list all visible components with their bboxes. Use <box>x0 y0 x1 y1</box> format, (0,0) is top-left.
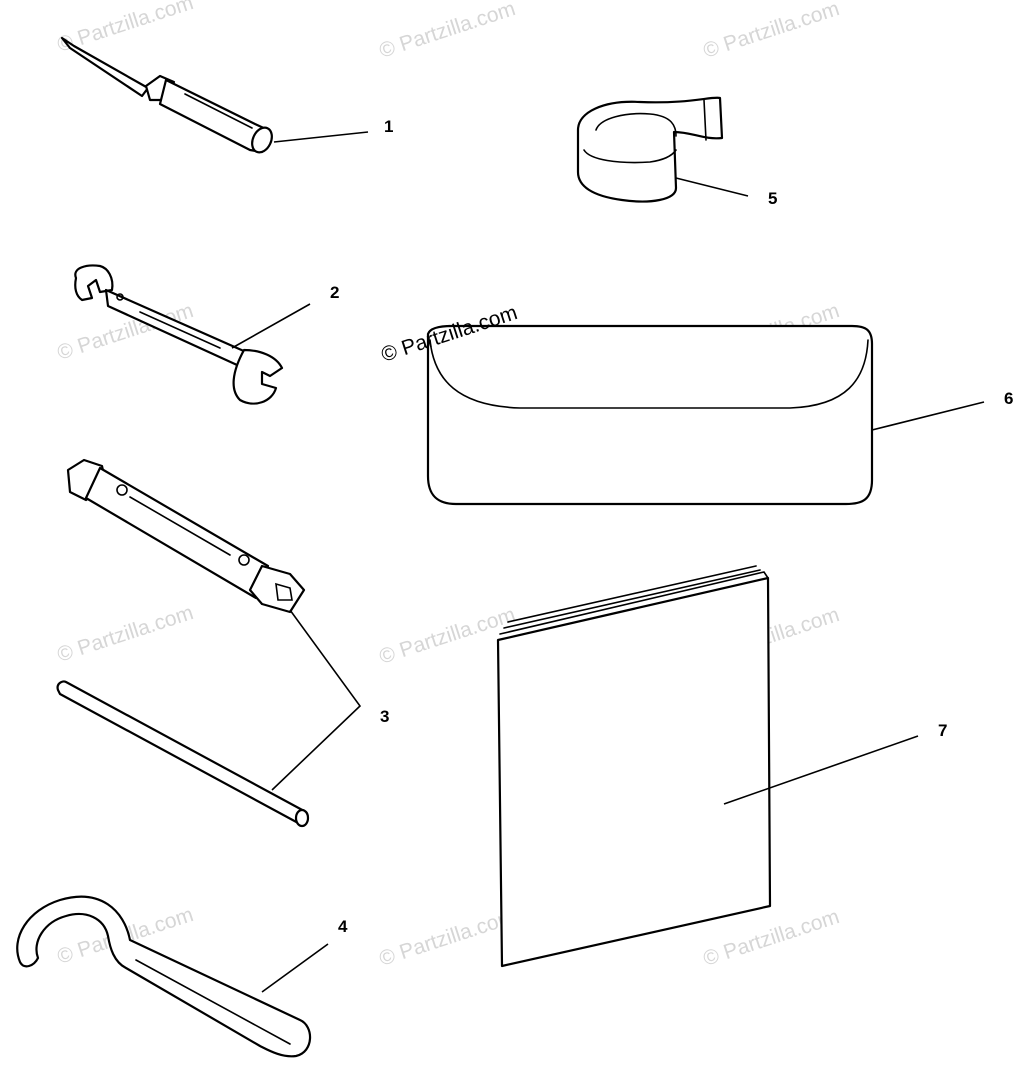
part-3-tommy-bar <box>56 680 310 828</box>
leader-2 <box>231 303 311 349</box>
watermark: © Partzilla.com <box>376 905 518 971</box>
leader-lines <box>231 131 985 993</box>
part-5-strap <box>576 96 724 203</box>
part-7-manual <box>496 565 772 968</box>
callout-labels: 1 2 3 4 5 6 7 <box>330 117 1013 936</box>
watermark: © Partzilla.com <box>376 603 518 669</box>
leader-3 <box>271 609 362 791</box>
part-4-hook-spanner <box>16 895 312 1058</box>
callout-6: 6 <box>1004 389 1013 408</box>
part-6-tool-pouch <box>426 324 874 506</box>
watermark: © Partzilla.com <box>700 0 842 63</box>
callout-7: 7 <box>938 721 947 740</box>
leader-4 <box>261 943 329 993</box>
callout-1: 1 <box>384 117 393 136</box>
part-3-socket-wrench <box>66 458 306 614</box>
leader-6 <box>871 401 985 431</box>
leader-5 <box>675 177 749 197</box>
leader-1 <box>273 131 369 143</box>
watermark: © Partzilla.com <box>376 0 518 63</box>
leader-7 <box>723 735 919 805</box>
part-1-screwdriver <box>60 36 273 154</box>
callout-4: 4 <box>338 917 348 936</box>
callout-3: 3 <box>380 707 389 726</box>
watermark: © Partzilla.com <box>54 601 196 667</box>
callout-2: 2 <box>330 283 339 302</box>
callout-5: 5 <box>768 189 777 208</box>
part-2-wrench <box>74 264 284 405</box>
